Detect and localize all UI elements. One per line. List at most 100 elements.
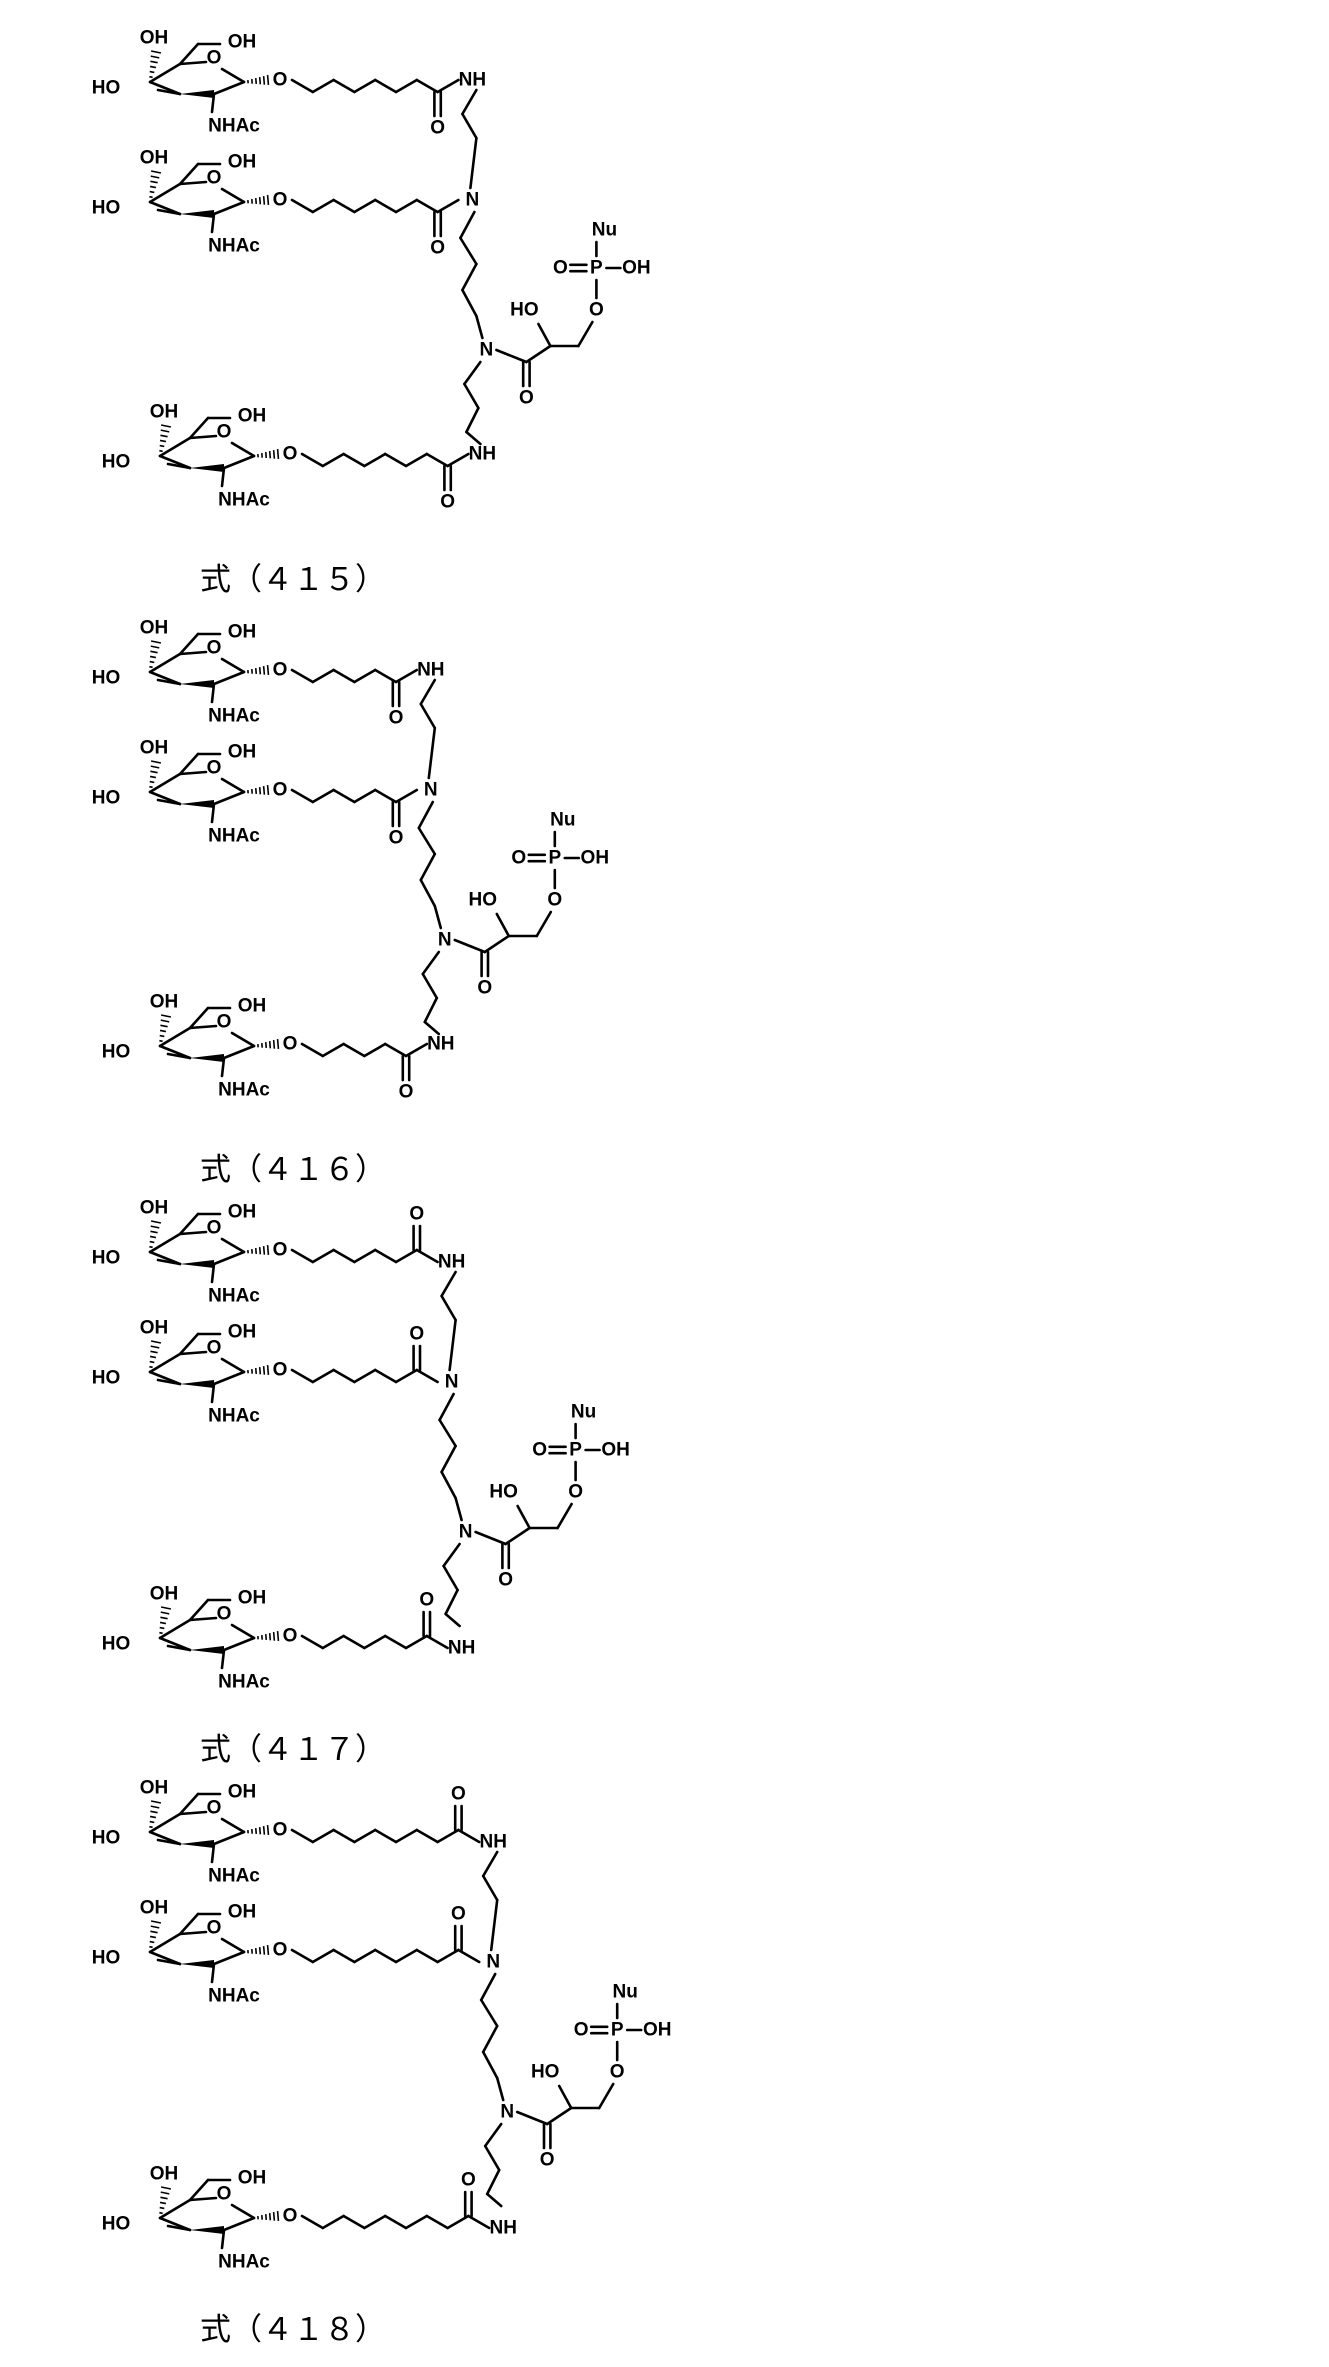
wedge-bond [180,210,214,218]
linker-chain: ON [292,1324,458,1393]
bond [323,1636,344,1648]
bond [375,1250,396,1262]
hashed-bond [159,2213,162,2214]
bond [375,1830,396,1842]
bond [180,62,206,64]
wedge-bond [180,1960,214,1968]
hashed-bond [150,776,156,777]
ring-oxygen: O [217,1604,232,1625]
bond [458,1950,479,1962]
hashed-bond [161,2187,171,2189]
bond [354,1250,375,1262]
bond [334,80,355,92]
phosphate-headgroup: OHOOPOOHNu [476,1402,630,1591]
ring-oxygen: O [207,1218,222,1239]
galnac-sugar: OOHOHHONHAcO [92,738,288,847]
galnac-sugar: OOHOHHONHAcO [92,1198,288,1307]
bond [302,454,323,466]
formula-caption: 式（４１７） [200,1732,386,1768]
bond [464,384,478,408]
bond [483,2052,497,2078]
bond [222,1939,244,1952]
bond [214,1372,244,1384]
phosphate-headgroup: OHOOPOOHNu [517,1982,671,2171]
bond [214,672,244,684]
bond [364,2216,385,2228]
hashed-bond [151,56,159,58]
carbonyl-oxygen: O [430,238,445,259]
structure-4: OOHOHHONHAcOONHOOHOHHONHAcOONNOHOOPOOHNu… [92,1778,672,2349]
bond [497,914,509,936]
carbonyl-oxygen: O [430,118,445,139]
hashed-bond [151,1801,161,1803]
c3-hydroxyl: HO [92,1248,121,1269]
bond [444,1566,458,1590]
wedge-bond [190,1646,224,1654]
wedge-bond [180,1260,214,1268]
c3-hydroxyl: HO [102,2214,131,2235]
hashed-bond [151,176,159,178]
hashed-bond [149,77,152,78]
phosphate-ester-oxygen: O [589,300,604,321]
hashed-bond [268,665,269,675]
c6-hydroxyl: OH [228,622,257,643]
bond [483,2026,497,2052]
hashed-bond [151,761,161,763]
bond [421,880,435,906]
bond [180,634,198,654]
central-amine-n: N [480,340,494,361]
ring-oxygen: O [217,422,232,443]
bond [313,1950,334,1962]
phosphate-ester-oxygen: O [568,1482,583,1503]
hashed-bond [160,1622,166,1623]
hashed-bond [268,75,269,85]
ring-oxygen: O [207,48,222,69]
hashed-bond [151,51,161,53]
bond [180,182,206,184]
bond [354,1370,375,1382]
hashed-bond [161,2192,169,2194]
carbonyl-oxygen: O [540,2150,555,2171]
bond [375,670,396,682]
bond [313,80,334,92]
central-amine-n: N [438,930,452,951]
hashed-bond [150,1811,157,1812]
hashed-bond [151,1921,161,1923]
bond [468,2216,489,2228]
bond [423,974,437,998]
bond [547,2108,571,2124]
hashed-bond [150,72,155,73]
bond [385,1044,406,1056]
bond [396,1830,417,1842]
phosphorus: P [569,1440,582,1461]
bond [222,659,244,672]
hashed-bond [150,662,155,663]
bond [506,1528,530,1544]
bond [180,772,206,774]
bond [222,1239,244,1252]
bond [222,1819,244,1832]
c4-hydroxyl: OH [140,148,169,169]
bond [302,1636,323,1648]
glycosidic-oxygen: O [283,444,298,465]
nucleotide-nu: Nu [592,220,617,241]
bond [375,80,396,92]
glycosidic-oxygen: O [273,1360,288,1381]
hashed-bond [260,667,261,674]
hashed-bond [260,77,261,84]
bond [292,1830,313,1842]
hashed-bond [150,181,157,182]
carbonyl-oxygen: O [399,1082,414,1103]
glycosidic-oxygen: O [283,2206,298,2227]
hashed-bond [149,667,152,668]
bond [497,2078,503,2100]
hashed-bond [161,1607,171,1609]
bond [429,728,435,778]
ring-oxygen: O [217,2184,232,2205]
glycosidic-oxygen: O [273,1940,288,1961]
nhac-group: NHAc [208,826,260,847]
bond [344,1636,365,1648]
c6-hydroxyl: OH [238,2168,267,2189]
hashed-bond [161,425,171,427]
